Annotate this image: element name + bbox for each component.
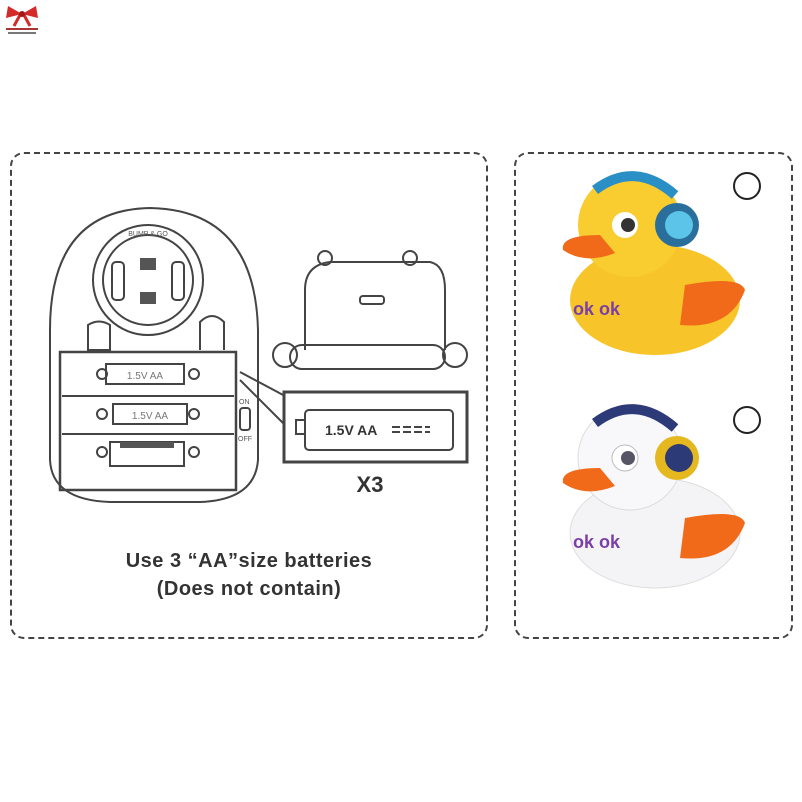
battery-count: X3 <box>357 472 384 497</box>
white-duck-image: ok ok <box>562 404 745 589</box>
motor-label: BUMP & GO <box>128 231 168 238</box>
callout-battery-label: 1.5V AA <box>325 422 377 438</box>
battery-instructions-panel <box>10 152 488 639</box>
battery-instruction-line1: Use 3 “AA”size batteries <box>125 550 373 572</box>
yellow-duck-radio[interactable] <box>733 172 761 200</box>
battery-instruction-line2: (Does not contain) <box>156 578 342 600</box>
svg-text:ok ok: ok ok <box>573 299 621 319</box>
color-options-panel <box>514 152 793 639</box>
white-duck-radio[interactable] <box>733 406 761 434</box>
svg-text:ok ok: ok ok <box>573 532 621 552</box>
switch-off-label: OFF <box>238 436 252 443</box>
switch-on-label: ON <box>239 399 250 406</box>
yellow-duck-image: ok ok <box>562 171 745 355</box>
brand-logo <box>6 6 38 34</box>
battery-label: 1.5V AA <box>132 411 168 422</box>
battery-label: 1.5V AA <box>127 371 163 382</box>
